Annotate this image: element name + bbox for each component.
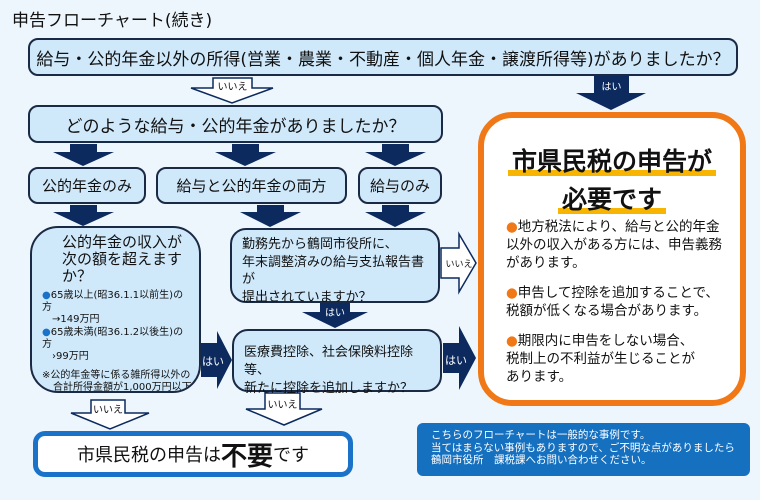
bullet-icon: ●: [506, 219, 518, 235]
declaration-required-box: 市県民税の申告が 必要です ●地方税法により、給与と公的年金以外の収入がある方に…: [478, 112, 746, 406]
bullet-icon: ●: [506, 333, 518, 349]
pension-item: ●65歳以上(昭36.1.1以前生)の方 →149万円: [42, 290, 193, 326]
pension-heading-line1: 公的年金の収入が: [62, 233, 183, 251]
arrow-q2-opt3: [365, 144, 426, 166]
arrow-opt1-pension: [53, 205, 114, 226]
pension-note: ※公的年金等に係る雑所得以外の 合計所得金額が1,000万円以下の 場合: [42, 370, 193, 393]
arrow-no-deduction: [245, 392, 323, 426]
arrow-yes-report: [302, 303, 368, 328]
question-other-income-text: 給与・公的年金以外の所得(営業・農業・不動産・個人年金・譲渡所得等)がありました…: [36, 49, 730, 70]
label-no-report: いいえ: [445, 260, 473, 270]
arrow-q2-opt1: [53, 144, 114, 166]
notice-line: 当てはまらない事例もありますので、ご不明な点がありましたら: [431, 441, 735, 454]
arrow-no-pension: [70, 399, 150, 430]
arrow-no-report: [440, 231, 477, 295]
notice-line: 鶴岡市役所 課税課へお問い合わせください。: [431, 454, 652, 466]
pension-item-text: 65歳未満(昭36.1.2以後生)の方: [42, 327, 184, 350]
arrow-opt3-report: [365, 205, 426, 227]
report-line: 提出されていますか？: [242, 289, 372, 305]
required-points: ●地方税法により、給与と公的年金以外の収入がある方には、申告義務があります。 ●…: [506, 218, 730, 398]
option-salary-only: 給与のみ: [358, 167, 442, 204]
pension-note-line: ※公的年金等に係る雑所得以外の: [42, 370, 191, 381]
required-heading-line1: 市県民税の申告が: [484, 142, 740, 178]
add-deduction-box: 医療費控除、社会保険料控除等、 新たに控除を追加しますか？: [232, 329, 442, 396]
arrow-q2-opt2: [215, 144, 276, 166]
required-point: ●申告して控除を追加することで、税額が低くなる場合があります。: [506, 285, 719, 319]
arrow-opt2-report: [240, 205, 301, 227]
deduction-line: 新たに控除を追加しますか？: [244, 381, 414, 396]
arrow-yes-q1: [576, 74, 646, 110]
notice-line: こちらのフローチャートは一般的な事例です。: [431, 429, 651, 441]
arrow-yes-pension: [201, 331, 232, 389]
pension-item: ●65歳未満(昭36.1.2以後生)の方 ›99万円: [42, 327, 193, 363]
arrow-no-q1: [190, 77, 274, 104]
bullet-icon: ●: [42, 290, 51, 301]
not-required-suffix: です: [273, 445, 309, 466]
option-salary-only-label: 給与のみ: [369, 177, 430, 195]
required-point: ●地方税法により、給与と公的年金以外の収入がある方には、申告義務があります。: [506, 219, 722, 271]
not-required-prefix: 市県民税の申告は: [76, 445, 221, 466]
label-no-q1: いいえ: [217, 82, 248, 93]
pension-threshold-box: 公的年金の収入が 次の額を超えますか？ ●65歳以上(昭36.1.1以前生)の方…: [30, 226, 201, 393]
pension-heading-line2: 次の額を超えますか？: [62, 250, 183, 285]
required-heading-line2: 必要です: [484, 180, 740, 216]
pension-note-line: 合計所得金額が1,000万円以下の: [53, 382, 192, 393]
option-pension-only-label: 公的年金のみ: [41, 177, 132, 195]
label-no-pension: いいえ: [93, 405, 123, 416]
question-income-type: どのような給与・公的年金がありましたか？: [28, 105, 443, 143]
pension-item-text: 65歳以上(昭36.1.1以前生)の方: [42, 290, 184, 313]
not-required-emphasis: 不要: [220, 441, 273, 472]
pension-item-amount: ›99万円: [52, 351, 89, 362]
question-income-type-text: どのような給与・公的年金がありましたか？: [65, 116, 406, 137]
notice-box: こちらのフローチャートは一般的な事例です。 当てはまらない事例もありますので、ご…: [417, 423, 750, 476]
label-yes-deduction: はい: [445, 354, 467, 367]
arrow-yes-deduction: [443, 326, 476, 390]
report-line: 年末調整済みの給与支払報告書が: [242, 254, 425, 288]
bullet-icon: ●: [506, 285, 518, 301]
question-other-income: 給与・公的年金以外の所得(営業・農業・不動産・個人年金・譲渡所得等)がありました…: [28, 38, 738, 76]
declaration-not-required-box: 市県民税の申告は不要です: [33, 431, 353, 477]
option-both: 給与と公的年金の両方: [156, 167, 347, 204]
report-line: 勤務先から鶴岡市役所に、: [242, 237, 398, 252]
option-pension-only: 公的年金のみ: [28, 167, 146, 204]
deduction-line: 医療費控除、社会保険料控除等、: [244, 345, 414, 378]
label-no-deduction: いいえ: [267, 400, 298, 411]
report-submitted-box: 勤務先から鶴岡市役所に、 年末調整済みの給与支払報告書が 提出されていますか？: [230, 228, 440, 305]
bullet-icon: ●: [42, 327, 51, 338]
label-yes-report: はい: [325, 308, 345, 319]
required-point: ●期限内に申告をしない場合、税制上の不利益が生じることがあります。: [506, 333, 695, 385]
pension-item-amount: →149万円: [52, 314, 100, 325]
option-both-label: 給与と公的年金の両方: [176, 177, 327, 195]
label-yes-q1: はい: [601, 82, 622, 93]
page-title: 申告フローチャート(続き): [12, 11, 213, 31]
label-yes-pension: はい: [202, 355, 224, 368]
